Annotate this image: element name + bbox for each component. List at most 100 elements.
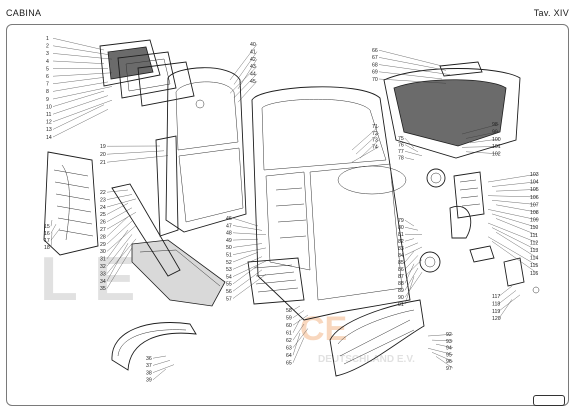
leader-line-48 [232, 232, 267, 235]
part-label-62: 62 [286, 338, 292, 344]
part-label-29: 29 [100, 242, 106, 248]
leader-line-95 [427, 348, 454, 355]
leader-line-26 [106, 207, 133, 222]
part-label-79: 79 [398, 218, 404, 224]
part-label-46: 46 [226, 216, 232, 222]
part-label-37: 37 [146, 363, 152, 369]
part-label-71: 71 [372, 124, 378, 130]
part-label-77: 77 [398, 149, 404, 155]
leader-line-66 [378, 50, 443, 67]
leader-line-35 [106, 247, 133, 289]
leader-line-62 [292, 323, 305, 341]
part-label-72: 72 [372, 131, 378, 137]
leader-line-64 [292, 332, 301, 356]
leader-line-93 [431, 339, 454, 342]
leader-line-38 [152, 364, 175, 373]
leader-line-44 [233, 73, 258, 98]
seat-cushion [131, 239, 226, 307]
part-label-103: 103 [530, 172, 539, 178]
part-label-40: 40 [250, 42, 256, 48]
leader-line-56 [232, 269, 263, 292]
part-label-1: 1 [46, 36, 49, 42]
leader-line-57 [232, 274, 267, 299]
leader-line-6 [52, 72, 113, 77]
leader-line-105 [495, 189, 538, 192]
part-label-42: 42 [250, 57, 256, 63]
leader-line-100 [469, 138, 500, 144]
leader-line-72 [355, 132, 380, 155]
part-label-27: 27 [100, 227, 106, 233]
leader-line-9 [52, 86, 113, 100]
leader-line-76 [404, 144, 419, 153]
leader-line-78 [404, 157, 415, 160]
part-label-120: 120 [492, 316, 501, 322]
leader-line-86 [404, 255, 419, 270]
watermark-large-letters: L E [40, 245, 135, 314]
part-label-58: 58 [286, 308, 292, 314]
part-label-26: 26 [100, 220, 106, 226]
part-label-102: 102 [492, 152, 501, 158]
part-label-5: 5 [46, 66, 49, 72]
part-label-61: 61 [286, 331, 292, 337]
leader-line-60 [292, 314, 309, 326]
front-fender [111, 322, 197, 371]
part-label-41: 41 [250, 49, 256, 55]
part-label-93: 93 [446, 339, 452, 345]
part-label-9: 9 [46, 97, 49, 103]
leader-line-10 [52, 90, 105, 107]
part-label-104: 104 [530, 180, 539, 186]
leader-line-113 [491, 227, 538, 251]
leader-line-30 [106, 225, 137, 252]
part-label-86: 86 [398, 267, 404, 273]
part-number-labels: 1234567891011121314151617181920212223242… [44, 36, 539, 384]
leader-line-52 [232, 252, 259, 263]
leader-line-115 [487, 236, 538, 266]
part-label-67: 67 [372, 55, 378, 61]
leader-line-104 [491, 181, 538, 187]
part-label-73: 73 [372, 138, 378, 144]
watermark: L E CE DEUTSCHLAND E.V. [40, 245, 415, 365]
part-label-14: 14 [46, 135, 52, 141]
part-label-116: 116 [530, 271, 538, 277]
windshield [383, 68, 521, 159]
leader-line-69 [378, 71, 443, 80]
part-label-57: 57 [226, 296, 232, 302]
leader-line-47 [232, 225, 263, 231]
leader-line-83 [404, 242, 419, 249]
part-label-45: 45 [250, 79, 256, 85]
plate-number: Tav. XIV [533, 8, 569, 18]
leader-line-3 [52, 53, 113, 60]
leader-line-1 [52, 38, 105, 51]
part-label-6: 6 [46, 74, 49, 80]
leader-line-42 [237, 58, 258, 89]
leader-line-84 [404, 246, 423, 256]
leader-line-91 [404, 276, 415, 305]
part-label-16: 16 [44, 231, 50, 237]
leader-line-117 [498, 285, 513, 297]
diagram-frame [6, 24, 569, 406]
part-label-117: 117 [492, 294, 500, 300]
leader-line-25 [106, 203, 129, 215]
leader-line-50 [232, 243, 263, 248]
part-label-60: 60 [286, 323, 292, 329]
leader-line-99 [465, 131, 500, 139]
part-label-13: 13 [46, 127, 52, 133]
part-label-28: 28 [100, 234, 106, 240]
part-label-75: 75 [398, 136, 404, 142]
leader-line-21 [106, 155, 169, 163]
part-label-22: 22 [100, 190, 106, 196]
leader-line-12 [52, 99, 113, 122]
part-label-2: 2 [46, 44, 49, 50]
part-label-55: 55 [226, 282, 232, 288]
leader-line-40 [229, 44, 258, 81]
part-label-21: 21 [100, 160, 106, 166]
cabin-door [155, 67, 247, 237]
leader-line-89 [404, 267, 419, 291]
part-label-68: 68 [372, 62, 378, 68]
dashboard-parts [419, 168, 540, 294]
part-label-101: 101 [492, 144, 501, 150]
part-label-64: 64 [286, 353, 292, 359]
leader-line-88 [404, 263, 415, 284]
leader-line-58 [292, 305, 301, 311]
